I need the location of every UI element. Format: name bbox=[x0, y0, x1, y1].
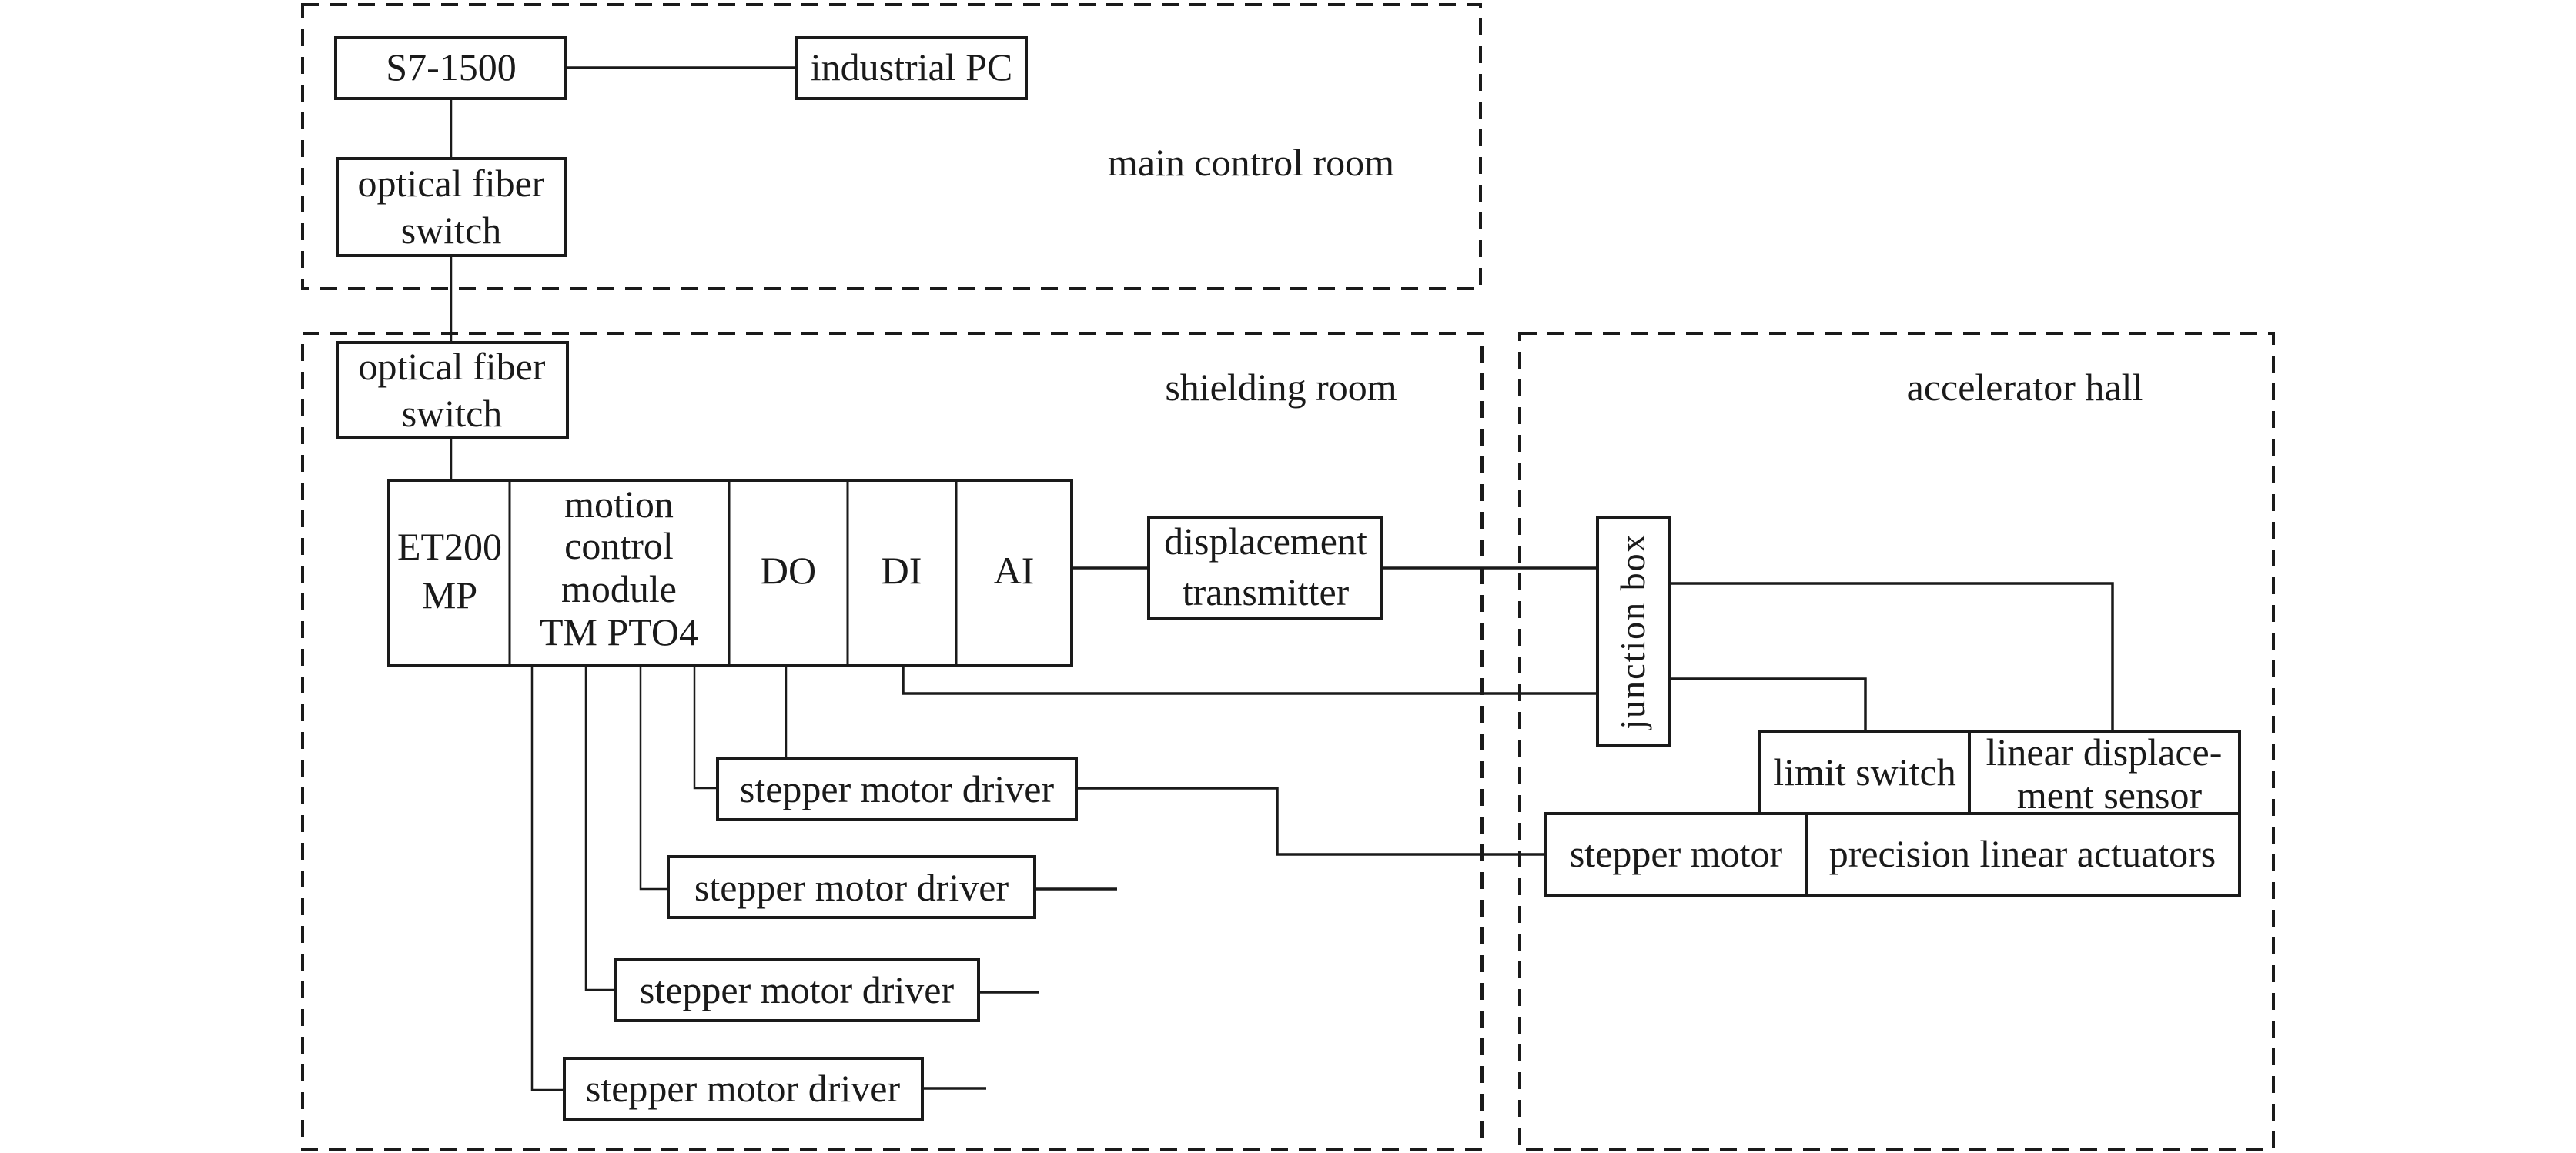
motion-control-line-1: motion bbox=[564, 483, 674, 526]
zone-accelerator-hall bbox=[1518, 332, 2275, 1151]
displacement-transmitter-line-1: displacement bbox=[1164, 520, 1367, 563]
motion-control-line-4: TM PTO4 bbox=[540, 610, 698, 653]
stepper-motor-label: stepper motor bbox=[1570, 832, 1783, 875]
wire-pto-to-driver-4 bbox=[530, 666, 564, 1091]
zone-main-control-room bbox=[301, 3, 1482, 290]
linear-displacement-sensor-line-2: ment sensor bbox=[2017, 774, 2203, 817]
zone-shielding-room bbox=[301, 332, 1484, 1151]
precision-linear-actuators-label: precision linear actuators bbox=[1829, 832, 2216, 875]
module-motion-control-tm-pto4: motion control module TM PTO4 bbox=[540, 483, 698, 653]
zone-label-shielding-room: shielding room bbox=[1165, 366, 1397, 409]
stepper-motor-driver-4-label: stepper motor driver bbox=[586, 1067, 901, 1110]
optical-fiber-switch-main-line-1: optical fiber bbox=[358, 162, 545, 205]
module-do: DO bbox=[761, 549, 816, 592]
stepper-motor-driver-4: stepper motor driver bbox=[563, 1057, 924, 1121]
wire-pto-to-driver-1 bbox=[693, 666, 718, 790]
limit-switch: limit switch bbox=[1758, 730, 1971, 815]
stepper-motor-driver-3-label: stepper motor driver bbox=[640, 968, 955, 1011]
limit-switch-label: limit switch bbox=[1773, 750, 1956, 794]
optical-fiber-switch-shielding: optical fiber switch bbox=[336, 341, 569, 439]
stepper-motor-driver-1: stepper motor driver bbox=[716, 757, 1078, 821]
industrial-pc-label: industrial PC bbox=[811, 45, 1013, 89]
plc-label: S7-1500 bbox=[386, 45, 516, 89]
wire-pto-to-driver-3 bbox=[584, 666, 616, 991]
connections bbox=[450, 66, 2114, 1091]
io-rack: ET200 MP motion control module TM PTO4 D… bbox=[387, 479, 1073, 667]
stepper-motor: stepper motor bbox=[1544, 812, 1808, 897]
stepper-motor-driver-1-label: stepper motor driver bbox=[740, 767, 1055, 810]
module-et200mp: ET200 MP bbox=[397, 525, 502, 617]
wire-driver-1-to-stepper-motor bbox=[1076, 787, 1546, 856]
stepper-motor-driver-2-label: stepper motor driver bbox=[694, 866, 1009, 909]
optical-fiber-switch-main: optical fiber switch bbox=[336, 157, 567, 257]
displacement-transmitter: displacement transmitter bbox=[1147, 516, 1383, 620]
wire-pto-to-driver-2 bbox=[639, 666, 668, 891]
displacement-transmitter-line-2: transmitter bbox=[1183, 570, 1350, 613]
wire-di-to-junction-box bbox=[902, 666, 1597, 695]
optical-fiber-switch-shielding-line-1: optical fiber bbox=[359, 345, 546, 388]
zone-label-main-control-room: main control room bbox=[1108, 141, 1394, 184]
stepper-motor-driver-3: stepper motor driver bbox=[614, 958, 980, 1022]
motion-control-line-3: module bbox=[561, 567, 677, 610]
wire-junction-box-to-limit-switch bbox=[1670, 677, 1867, 731]
optical-fiber-switch-main-line-2: switch bbox=[401, 209, 502, 252]
linear-displacement-sensor-line-1: linear displace- bbox=[1986, 730, 2223, 774]
plc-s7-1500: S7-1500 bbox=[334, 36, 567, 100]
motion-control-line-2: control bbox=[564, 524, 674, 567]
et200mp-line-2: MP bbox=[422, 573, 477, 617]
zone-label-accelerator-hall: accelerator hall bbox=[1907, 366, 2143, 409]
optical-fiber-switch-shielding-line-2: switch bbox=[402, 392, 503, 435]
linear-displacement-sensor: linear displace- ment sensor bbox=[1968, 730, 2241, 817]
module-ai: AI bbox=[994, 549, 1035, 592]
junction-box-label: junction box bbox=[1613, 533, 1652, 730]
precision-linear-actuators: precision linear actuators bbox=[1805, 812, 2241, 897]
module-di: DI bbox=[882, 549, 922, 592]
junction-box: junction box bbox=[1596, 516, 1671, 747]
stepper-motor-driver-2: stepper motor driver bbox=[667, 855, 1036, 919]
wire-junction-box-to-displacement-sensor bbox=[1670, 582, 2114, 731]
industrial-pc: industrial PC bbox=[795, 36, 1028, 100]
et200mp-line-1: ET200 bbox=[397, 525, 502, 568]
